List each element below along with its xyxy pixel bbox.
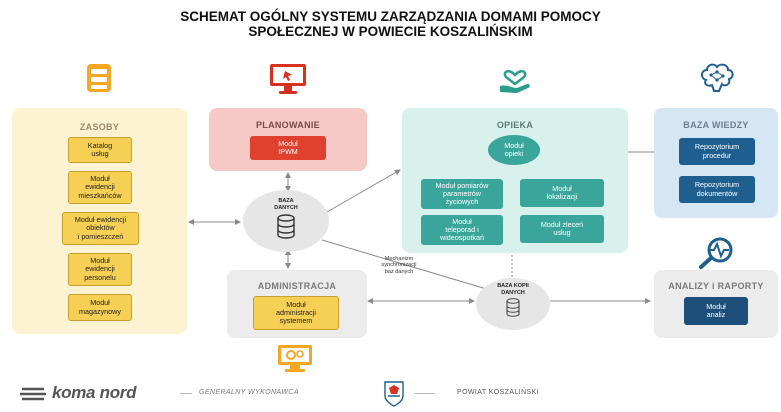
county-label: POWIAT KOSZALIŃSKI bbox=[457, 389, 540, 396]
planowanie-title: PLANOWANIE bbox=[255, 120, 320, 130]
planowanie-panel: PLANOWANIE Moduł IPWM bbox=[209, 108, 367, 171]
arrow-db-kopii bbox=[321, 239, 491, 292]
administracja-panel: ADMINISTRACJA Moduł administracji system… bbox=[227, 270, 367, 338]
module-repozytorium-procedur[interactable]: Repozytorium procedur bbox=[679, 138, 755, 165]
opieka-panel: OPIEKA Moduł opieki Moduł pomiarów param… bbox=[402, 108, 628, 253]
footer-divider-1 bbox=[180, 393, 192, 394]
database-icon bbox=[506, 298, 520, 317]
baza-danych-node[interactable]: BAZA DANYCH bbox=[243, 190, 329, 252]
baza-wiedzy-panel: BAZA WIEDZY Repozytorium procedur Repozy… bbox=[654, 108, 778, 218]
diagram-title-line2: SPOŁECZNEJ W POWIECIE KOSZALIŃSKIM bbox=[248, 24, 533, 39]
module-ewidencja-obiektow[interactable]: Moduł ewidencji obiektów i pomieszczeń bbox=[62, 212, 139, 245]
heart-hand-icon bbox=[500, 70, 530, 93]
baza-danych-label: BAZA DANYCH bbox=[274, 198, 298, 211]
county-coat-of-arms-icon bbox=[384, 381, 404, 407]
monitor-gears-icon bbox=[278, 345, 312, 372]
module-opieki[interactable]: Moduł opieki bbox=[488, 135, 540, 165]
module-ipwm[interactable]: Moduł IPWM bbox=[250, 136, 326, 160]
analizy-panel: ANALIZY i RAPORTY Moduł analiz bbox=[654, 270, 778, 338]
database-icon bbox=[277, 214, 295, 239]
monitor-icon bbox=[270, 64, 306, 94]
module-magazynowy[interactable]: Moduł magazynowy bbox=[68, 294, 132, 321]
module-katalog-uslug[interactable]: Katalog usług bbox=[68, 137, 132, 163]
diagram-title-line1: SCHEMAT OGÓLNY SYSTEMU ZARZĄDZANIA DOMAM… bbox=[180, 9, 601, 24]
administracja-title: ADMINISTRACJA bbox=[257, 281, 337, 291]
module-administracji[interactable]: Moduł administracji systemem bbox=[253, 296, 339, 330]
module-analiz[interactable]: Moduł analiz bbox=[684, 297, 748, 325]
module-zlecen-uslug[interactable]: Moduł zleceń usług bbox=[520, 215, 604, 243]
zasoby-title: ZASOBY bbox=[79, 122, 120, 132]
zasoby-panel: ZASOBY Katalog usług Moduł ewidencji mie… bbox=[12, 108, 187, 334]
baza-wiedzy-title: BAZA WIEDZY bbox=[683, 120, 749, 130]
brain-icon bbox=[701, 63, 734, 92]
mechanizm-label: Mechanizm synchronizacji baz danych bbox=[381, 256, 417, 275]
module-pomiarow[interactable]: Moduł pomiarów parametrów życiowych bbox=[421, 179, 503, 209]
cabinet-icon bbox=[87, 64, 111, 92]
module-lokalizacji[interactable]: Moduł lokalizacji bbox=[520, 179, 604, 207]
footer-divider-2 bbox=[415, 393, 435, 394]
baza-kopii-node[interactable]: BAZA KOPII DANYCH bbox=[476, 278, 550, 330]
baza-kopii-label: BAZA KOPII DANYCH bbox=[497, 283, 529, 296]
contractor-label: GENERALNY WYKONAWCA bbox=[199, 389, 299, 396]
arrow-db-opieka bbox=[326, 169, 401, 213]
module-repozytorium-dokumentow[interactable]: Repozytorium dokumentów bbox=[679, 176, 755, 203]
koma-nord-logo-text: koma nord bbox=[52, 383, 137, 402]
magnifier-pulse-icon bbox=[699, 237, 733, 269]
module-ewidencja-personelu[interactable]: Moduł ewidencji personelu bbox=[68, 253, 132, 286]
koma-nord-logo-icon bbox=[20, 387, 46, 401]
analizy-title: ANALIZY i RAPORTY bbox=[668, 281, 764, 291]
opieka-title: OPIEKA bbox=[496, 120, 534, 130]
module-teleporad[interactable]: Moduł teleporad i wideospotkań bbox=[421, 215, 503, 245]
module-ewidencja-mieszkancow[interactable]: Moduł ewidencji mieszkańców bbox=[68, 171, 132, 204]
